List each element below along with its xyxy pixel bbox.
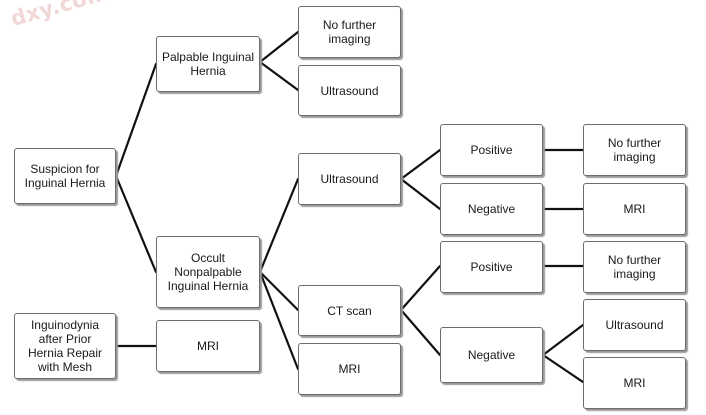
node-positive-2: Positive	[440, 241, 543, 293]
node-inguinodynia: Inguinodynia after Prior Hernia Repair w…	[14, 313, 116, 379]
node-no-imaging-1: No further imaging	[298, 6, 401, 58]
edge-ultrasound-negative	[399, 177, 442, 211]
node-positive-1: Positive	[440, 124, 543, 176]
edge-occult-mri	[258, 270, 300, 371]
edge-palpable-ultrasound	[258, 60, 300, 92]
node-ultrasound-3: Ultrasound	[583, 299, 686, 351]
edge-ultrasound-positive	[399, 148, 442, 181]
edge-occult-ctscan	[258, 270, 300, 312]
node-mri-3: MRI	[298, 343, 401, 395]
edge-occult-ultrasound	[258, 177, 300, 274]
node-ultrasound-2: Ultrasound	[298, 153, 401, 205]
node-no-imaging-2: No further imaging	[583, 124, 686, 176]
node-mri-1: MRI	[583, 183, 686, 235]
edge-suspicion-occult	[114, 174, 158, 274]
edge-palpable-no-imaging	[258, 30, 300, 64]
node-suspicion: Suspicion for Inguinal Hernia	[14, 148, 116, 204]
node-ultrasound-1: Ultrasound	[298, 65, 401, 116]
node-palpable: Palpable Inguinal Hernia	[156, 36, 260, 92]
edge-negative2-mri	[541, 353, 585, 384]
node-ct-scan: CT scan	[298, 285, 401, 336]
node-mri-4: MRI	[156, 320, 260, 372]
edge-ctscan-negative	[399, 308, 442, 357]
node-occult: Occult Nonpalpable Inguinal Hernia	[156, 236, 260, 308]
edge-suspicion-palpable	[114, 62, 158, 178]
node-negative-1: Negative	[440, 183, 543, 235]
edge-ctscan-positive	[399, 264, 442, 312]
node-negative-2: Negative	[440, 327, 543, 383]
edge-negative2-ultrasound	[541, 323, 585, 357]
node-no-imaging-3: No further imaging	[583, 241, 686, 293]
node-mri-2: MRI	[583, 357, 686, 409]
